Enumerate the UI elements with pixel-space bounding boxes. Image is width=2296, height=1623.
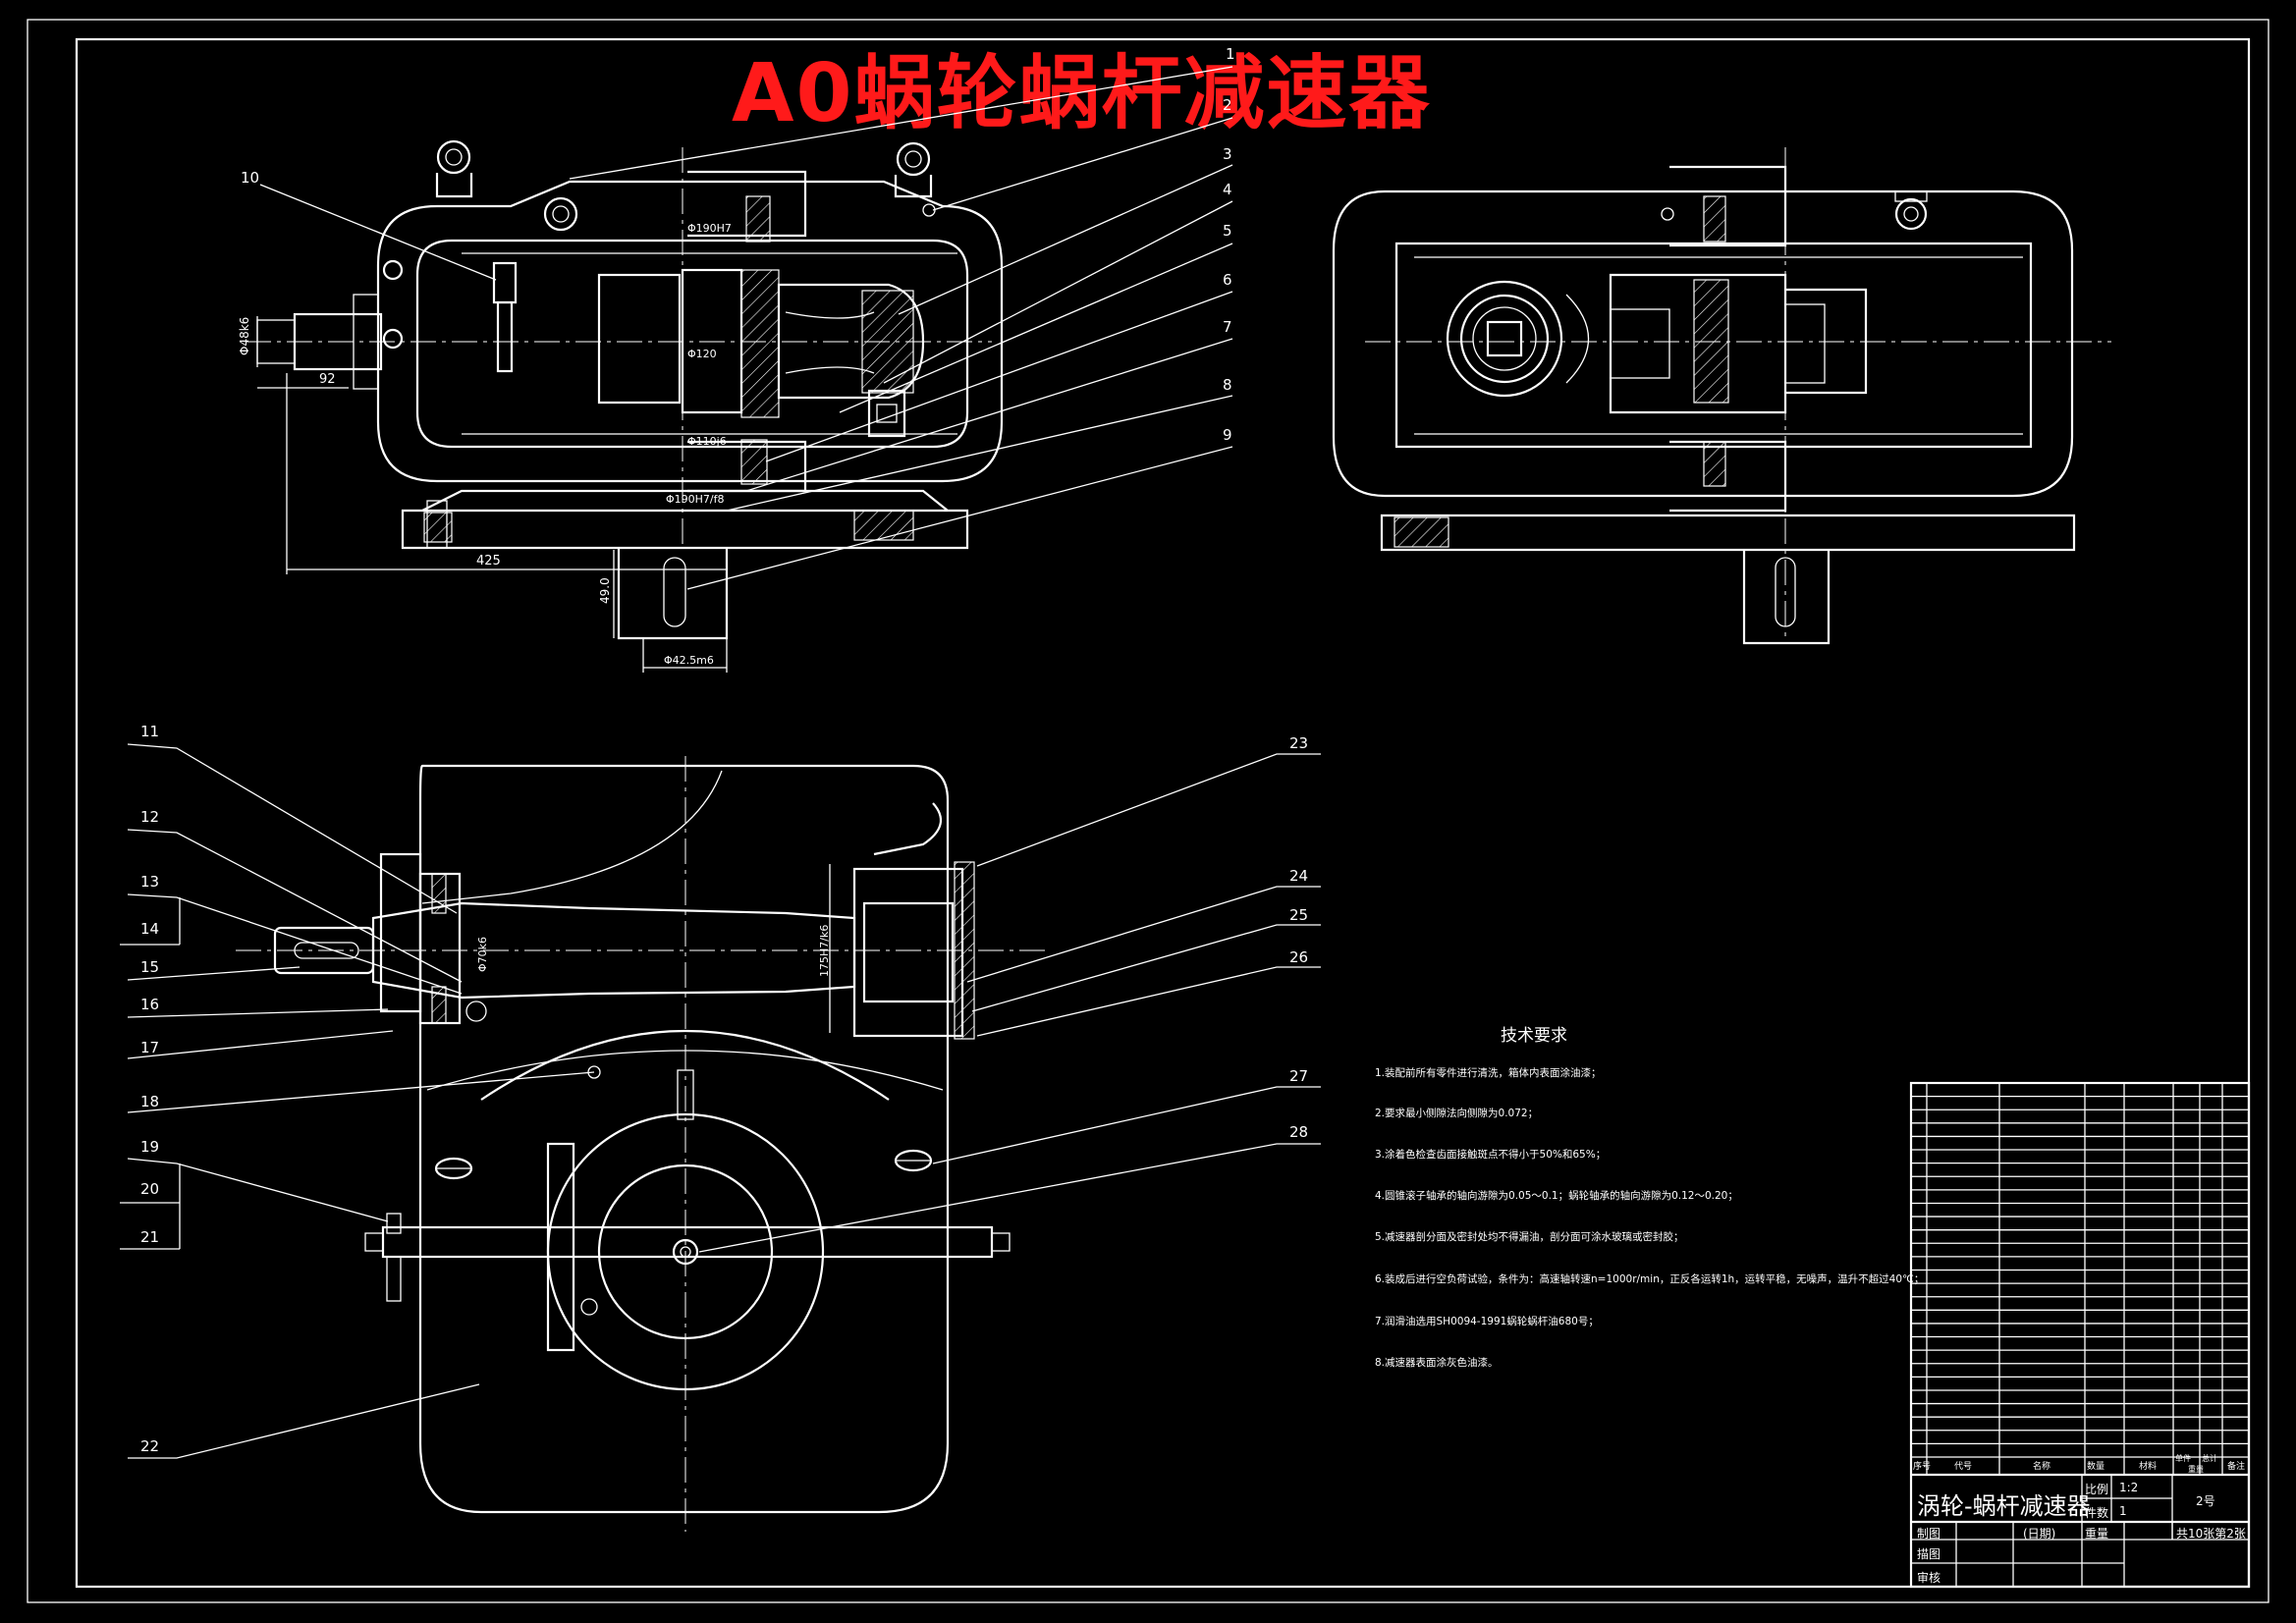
col-no: 序号 <box>1913 1462 1932 1472</box>
col-name: 名称 <box>2033 1462 2051 1472</box>
dim-length-425: 425 <box>476 554 501 568</box>
drawing-title: A0蜗轮蜗杆减速器 <box>732 47 1432 140</box>
svg-text:1: 1 <box>1226 45 1235 63</box>
drawing-number: 2号 <box>2196 1494 2215 1508</box>
svg-text:28: 28 <box>1289 1123 1308 1141</box>
fit-190b: Φ190H7/f8 <box>666 493 725 506</box>
tech-req-item: 4.圆锥滚子轴承的轴向游隙为0.05～0.1；蜗轮轴承的轴向游隙为0.12～0.… <box>1375 1190 1738 1202</box>
svg-text:26: 26 <box>1289 948 1308 966</box>
designer-label: 制图 <box>1917 1527 1941 1541</box>
svg-text:14: 14 <box>140 920 159 938</box>
svg-text:11: 11 <box>140 723 159 740</box>
dim-dia-42: Φ42.5m6 <box>664 654 714 667</box>
dim-height-49: 49.0 <box>598 577 612 604</box>
col-material: 材料 <box>2139 1462 2158 1472</box>
svg-text:21: 21 <box>140 1228 159 1246</box>
outer-border <box>27 19 2269 1603</box>
fit-190: Φ190H7 <box>687 222 732 235</box>
callouts-bottom: 11 12 13 14 15 16 17 18 19 20 21 22 23 2… <box>120 723 1321 1459</box>
svg-text:19: 19 <box>140 1138 159 1156</box>
svg-text:7: 7 <box>1223 318 1232 336</box>
col-code: 代号 <box>1954 1462 1973 1472</box>
drawing-name: 涡轮-蜗杆减速器 <box>1917 1492 2091 1520</box>
svg-text:4: 4 <box>1223 181 1232 198</box>
svg-text:17: 17 <box>140 1039 159 1056</box>
svg-text:25: 25 <box>1289 906 1308 924</box>
parts-list-grid <box>1909 1081 2251 1589</box>
svg-text:13: 13 <box>140 873 159 891</box>
fit-bottom-2: 175H7/k6 <box>818 925 831 977</box>
inner-border <box>75 37 2251 1589</box>
svg-text:8: 8 <box>1223 376 1232 394</box>
col-total: 总计 <box>2202 1454 2217 1463</box>
tech-req-item: 7.润滑油选用SH0094-1991蜗轮蜗杆油680号； <box>1375 1316 1599 1327</box>
dim-shaft-dia: Φ48k6 <box>238 317 251 355</box>
callouts-top: 10 1 2 3 4 5 6 7 8 9 <box>241 45 1235 590</box>
dim-length-92: 92 <box>319 372 336 387</box>
col-qty: 数量 <box>2087 1462 2105 1472</box>
front-view-dimensions: Φ48k6 92 425 49.0 Φ42.5m6 Φ190H7 Φ120 Φ1… <box>238 222 732 673</box>
tech-req-item: 2.要求最小侧隙法向侧隙为0.072； <box>1375 1108 1539 1119</box>
col-note: 备注 <box>2227 1462 2246 1472</box>
svg-text:2: 2 <box>1223 96 1232 114</box>
sheet-count: 共10张第2张 <box>2176 1527 2246 1541</box>
tech-requirements-heading: 技术要求 <box>1501 1026 1567 1046</box>
col-weight: 重量 <box>2188 1465 2204 1474</box>
svg-text:20: 20 <box>140 1180 159 1198</box>
fit-120: Φ120 <box>687 348 717 360</box>
svg-text:6: 6 <box>1223 271 1232 289</box>
fit-bottom-1: Φ70k6 <box>476 937 489 972</box>
ratio-label: 比例 <box>2085 1483 2109 1496</box>
date-label: (日期) <box>2023 1527 2056 1541</box>
tech-req-item: 8.减速器表面涂灰色油漆。 <box>1375 1357 1499 1369</box>
fit-110: Φ110j6 <box>687 435 727 448</box>
side-section-view <box>1332 147 2111 645</box>
svg-text:22: 22 <box>140 1437 159 1455</box>
front-section-view <box>246 139 1004 640</box>
tech-req-item: 5.减速器剖分面及密封处均不得漏油，剖分面可涂水玻璃或密封胶； <box>1375 1231 1684 1243</box>
svg-text:12: 12 <box>140 808 159 826</box>
tech-req-item: 1.装配前所有零件进行清洗，箱体内表面涂油漆； <box>1375 1067 1602 1079</box>
svg-text:18: 18 <box>140 1093 159 1110</box>
tech-req-item: 6.装成后进行空负荷试验，条件为：高速轴转速n=1000r/min，正反各运转1… <box>1375 1273 1925 1285</box>
col-single: 单件 <box>2175 1454 2191 1463</box>
plan-section-view <box>236 756 1051 1532</box>
ratio-value: 1:2 <box>2119 1481 2139 1494</box>
qty-value: 1 <box>2119 1504 2127 1518</box>
svg-text:16: 16 <box>140 996 159 1013</box>
checker-label: 审核 <box>1917 1571 1941 1585</box>
drafter-label: 描图 <box>1917 1547 1941 1561</box>
svg-text:5: 5 <box>1223 222 1232 240</box>
svg-text:10: 10 <box>241 169 259 187</box>
svg-text:27: 27 <box>1289 1067 1308 1085</box>
svg-text:23: 23 <box>1289 734 1308 752</box>
svg-text:15: 15 <box>140 958 159 976</box>
svg-text:24: 24 <box>1289 867 1308 885</box>
tech-req-item: 3.涂着色检查齿面接触斑点不得小于50%和65%； <box>1375 1149 1607 1161</box>
weight-label: 重量 <box>2085 1527 2109 1541</box>
svg-text:9: 9 <box>1223 426 1232 444</box>
qty-label: 件数 <box>2085 1506 2109 1520</box>
svg-text:3: 3 <box>1223 145 1232 163</box>
